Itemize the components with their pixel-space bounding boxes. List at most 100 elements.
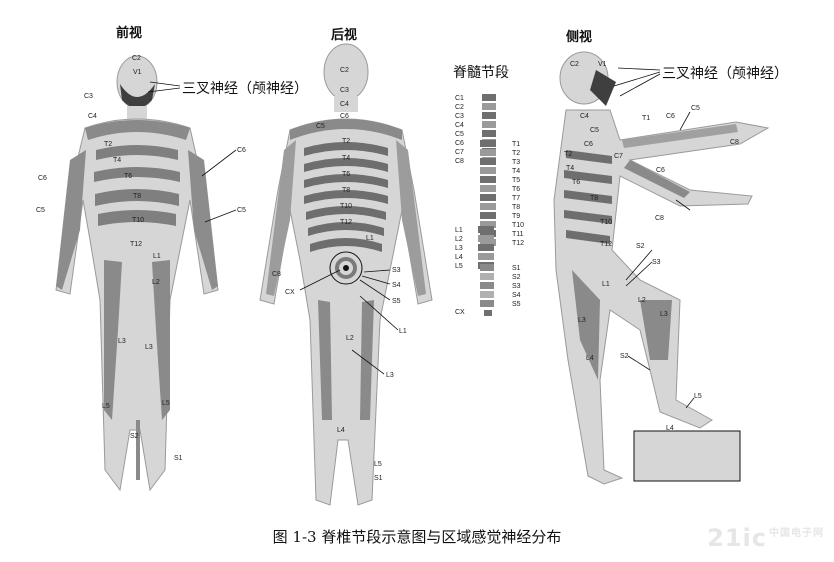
spine-label-cervical: C8	[455, 158, 464, 165]
side-label: S2	[636, 243, 645, 250]
vertebra-block	[480, 167, 496, 174]
side-label: L3	[660, 311, 668, 318]
spine-label-thoracic: T3	[512, 159, 520, 166]
vertebra-block	[484, 310, 492, 316]
vertebra-block	[480, 176, 496, 183]
front-body	[55, 55, 219, 492]
spine-label-cervical: C5	[455, 131, 464, 138]
back-label: L1	[399, 328, 407, 335]
back-segment-labels: C2 C3 C4 C5 C6 T2 T4 T6 T8 T10 T12 L1 C8…	[272, 67, 407, 482]
side-body	[553, 51, 770, 485]
front-label: C3	[84, 93, 93, 100]
spine-label-cervical: C7	[455, 149, 464, 156]
side-label: S2	[620, 353, 629, 360]
vertebra-block	[480, 212, 496, 219]
side-label: T12	[600, 241, 612, 248]
front-label: C5	[36, 207, 45, 214]
side-label: T8	[590, 195, 598, 202]
back-label: T8	[342, 187, 350, 194]
front-label: T6	[124, 173, 132, 180]
spine-label-thoracic: T9	[512, 213, 520, 220]
trigeminal-label-front: 三叉神经（颅神经）	[182, 81, 308, 97]
front-label: T10	[132, 217, 144, 224]
front-segment-labels: C2 V1 C3 C4 T2 T4 T6 C6 T8 C5 T10 C5 C6 …	[36, 55, 246, 462]
spine-label-cervical: C1	[455, 95, 464, 102]
vertebra-block	[482, 130, 496, 137]
side-leader-lines	[613, 67, 695, 409]
back-label: S3	[392, 267, 401, 274]
side-label: C8	[730, 139, 739, 146]
spine-segments-title: 脊髓节段	[453, 65, 509, 81]
vertebra-block	[478, 235, 494, 242]
spine-label-thoracic: T7	[512, 195, 520, 202]
back-leader-lines	[299, 269, 399, 375]
spine-label-lumbar: L3	[455, 245, 463, 252]
vertebra-block	[480, 203, 496, 210]
back-label: C5	[316, 123, 325, 130]
side-label: T1	[642, 115, 650, 122]
vertebra-block	[480, 158, 496, 165]
back-label: C4	[340, 101, 349, 108]
vertebra-block	[478, 226, 494, 233]
back-label: S5	[392, 298, 401, 305]
back-label: C2	[340, 67, 349, 74]
front-label: C4	[88, 113, 97, 120]
vertebra-block	[480, 194, 496, 201]
spine-label-lumbar: L4	[455, 254, 463, 261]
back-label: L5	[374, 461, 382, 468]
side-label: C6	[656, 167, 665, 174]
spine-label-cervical: C3	[455, 113, 464, 120]
front-label: L3	[145, 344, 153, 351]
side-label: S3	[652, 259, 661, 266]
spine-label-lumbar: L5	[455, 263, 463, 270]
vertebra-block	[480, 300, 494, 307]
front-label: L5	[102, 403, 110, 410]
side-label: T4	[566, 165, 574, 172]
spine-label-sacral: S3	[512, 283, 521, 290]
vertebra-block	[480, 282, 494, 289]
spine-label-sacral: S4	[512, 292, 521, 299]
spine-label-thoracic: T6	[512, 186, 520, 193]
front-label: C6	[237, 147, 246, 154]
front-label: C2	[132, 55, 141, 62]
back-label: S1	[374, 475, 383, 482]
front-label: T2	[104, 141, 112, 148]
spine-label-sacral: S5	[512, 301, 521, 308]
side-label: C2	[570, 61, 579, 68]
spine-column: C1C2C3C4C5C6C7C8T1T2T3T4T5T6T7T8T9T10T11…	[455, 94, 524, 316]
back-label: L3	[386, 372, 394, 379]
front-label: V1	[133, 69, 142, 76]
front-label: S1	[174, 455, 183, 462]
back-label: T10	[340, 203, 352, 210]
side-view-title: 侧视	[566, 30, 593, 45]
vertebra-block	[480, 230, 496, 237]
side-label: L5	[694, 393, 702, 400]
vertebra-block	[478, 253, 494, 260]
spine-label-thoracic: T11	[512, 231, 524, 238]
spine-label-thoracic: T12	[512, 240, 524, 247]
back-label: C3	[340, 87, 349, 94]
front-label: T12	[130, 241, 142, 248]
vertebra-block	[482, 121, 496, 128]
side-label: T10	[600, 219, 612, 226]
front-label: L2	[152, 279, 160, 286]
side-label: V1	[598, 61, 607, 68]
front-label: C6	[38, 175, 47, 182]
vertebra-block	[480, 149, 496, 156]
side-label: L3	[578, 317, 586, 324]
front-label: L1	[153, 253, 161, 260]
vertebra-block	[480, 264, 494, 271]
side-label: L1	[602, 281, 610, 288]
spine-label-sacral: S2	[512, 274, 521, 281]
watermark-main: 21ic	[707, 524, 767, 552]
back-label: S4	[392, 282, 401, 289]
spine-label-cervical: C6	[455, 140, 464, 147]
back-label: L2	[346, 335, 354, 342]
trigeminal-label-side: 三叉神经（颅神经）	[662, 66, 788, 82]
spine-label-thoracic: T1	[512, 141, 520, 148]
front-label: L5	[162, 400, 170, 407]
back-label: T4	[342, 155, 350, 162]
back-view-title: 后视	[331, 28, 358, 43]
side-label: C6	[666, 113, 675, 120]
